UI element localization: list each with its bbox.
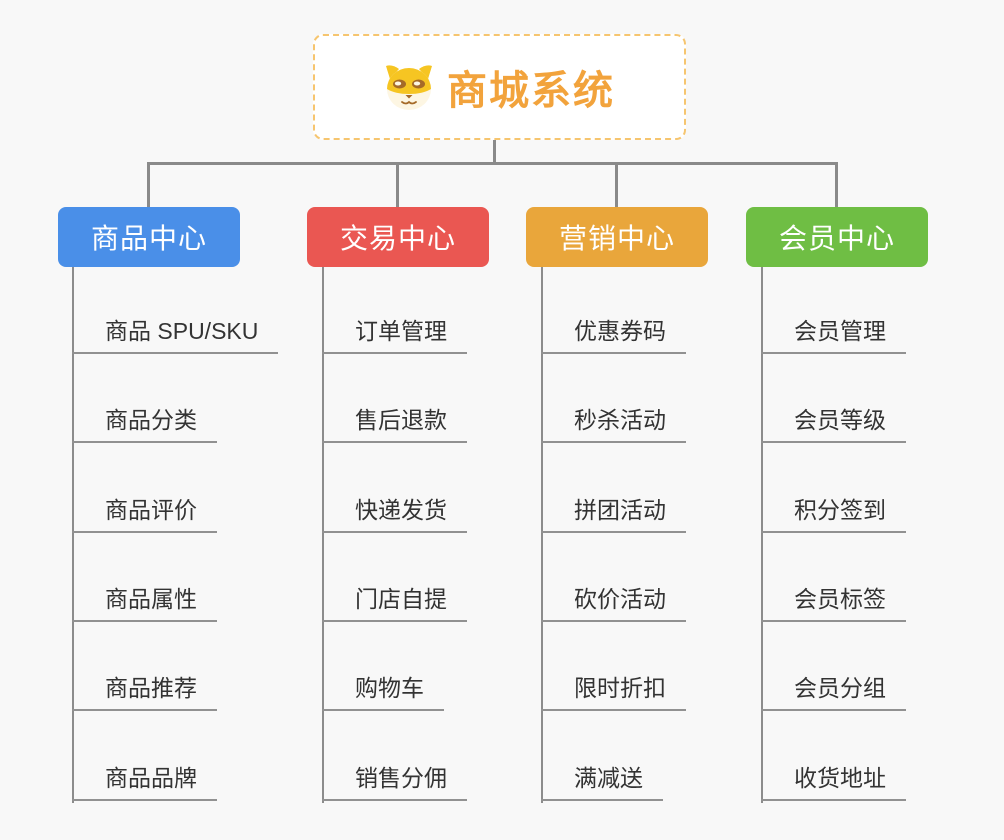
- branch-item[interactable]: 售后退款: [322, 401, 467, 443]
- branch-item[interactable]: 商品品牌: [72, 759, 217, 801]
- branch-connector-drop: [615, 162, 618, 209]
- root-node[interactable]: 商城系统: [313, 34, 686, 140]
- branch-line: [322, 267, 324, 803]
- branch-item[interactable]: 订单管理: [322, 312, 467, 354]
- branch-line: [541, 267, 543, 803]
- branch-item[interactable]: 收货地址: [761, 759, 906, 801]
- branch-line: [761, 267, 763, 803]
- root-title: 商城系统: [447, 69, 615, 113]
- branch-line: [72, 267, 74, 803]
- branch-header-marketing-center[interactable]: 营销中心: [526, 207, 708, 267]
- branch-item[interactable]: 会员等级: [761, 401, 906, 443]
- branch-item[interactable]: 商品推荐: [72, 669, 217, 711]
- branch-item[interactable]: 满减送: [541, 759, 663, 801]
- branch-item[interactable]: 商品属性: [72, 580, 217, 622]
- branch-item[interactable]: 会员分组: [761, 669, 906, 711]
- branch-connector-drop: [396, 162, 399, 209]
- branch-connector-drop: [835, 162, 838, 209]
- branch-item[interactable]: 拼团活动: [541, 491, 686, 533]
- branch-header-member-center[interactable]: 会员中心: [746, 207, 928, 267]
- branch-item[interactable]: 商品评价: [72, 491, 217, 533]
- branch-item[interactable]: 秒杀活动: [541, 401, 686, 443]
- branch-item[interactable]: 销售分佣: [322, 759, 467, 801]
- branch-item[interactable]: 门店自提: [322, 580, 467, 622]
- branch-item[interactable]: 优惠券码: [541, 312, 686, 354]
- branch-item[interactable]: 商品 SPU/SKU: [72, 312, 279, 354]
- branch-item[interactable]: 限时折扣: [541, 669, 686, 711]
- branch-header-product-center[interactable]: 商品中心: [58, 207, 240, 267]
- branch-connector-drop: [147, 162, 150, 209]
- branch-item[interactable]: 会员标签: [761, 580, 906, 622]
- branch-connector-bus: [147, 162, 838, 165]
- branch-header-trade-center[interactable]: 交易中心: [307, 207, 489, 267]
- branch-item[interactable]: 会员管理: [761, 312, 906, 354]
- branch-item[interactable]: 积分签到: [761, 491, 906, 533]
- shiba-dog-icon: [386, 65, 432, 110]
- branch-item[interactable]: 快递发货: [322, 491, 467, 533]
- branch-item[interactable]: 砍价活动: [541, 580, 686, 622]
- branch-item[interactable]: 商品分类: [72, 401, 217, 443]
- branch-item[interactable]: 购物车: [322, 669, 444, 711]
- root-connector-stem: [493, 140, 496, 164]
